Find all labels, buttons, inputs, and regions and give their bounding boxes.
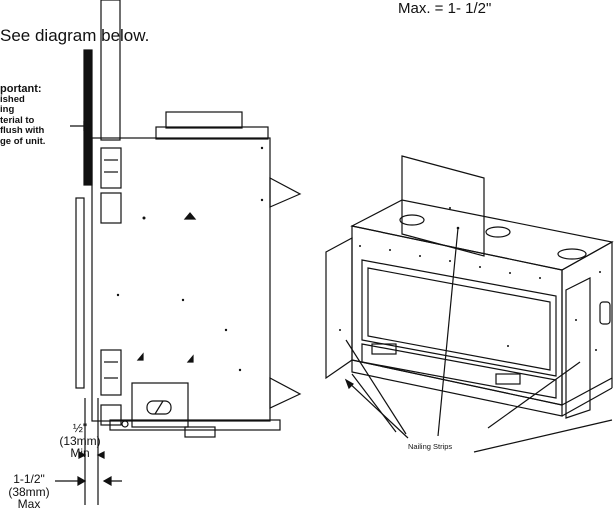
left-nailing-strip (325, 236, 353, 380)
finishing-material-strip (83, 49, 93, 186)
min-fraction: ½" (72, 421, 88, 435)
side-view-unit (55, 0, 302, 505)
top-standoff (269, 177, 302, 208)
important-line: ished (0, 93, 25, 105)
top-board (401, 155, 485, 257)
min-text: Min (70, 446, 90, 460)
important-line: flush with (0, 125, 45, 136)
important-line: terial to (0, 114, 35, 126)
see-diagram-note: See diagram below. (0, 26, 150, 45)
important-heading: portant: (0, 83, 42, 95)
max-fraction: 1-1/2" (13, 472, 45, 486)
unit-body (91, 137, 271, 422)
max-text: Max (17, 497, 41, 511)
min-clearance-label: ½" (13mm) Min (50, 422, 110, 460)
right-nailing-strip (565, 277, 591, 419)
side-bracket (75, 197, 85, 389)
top-collar (165, 111, 243, 129)
chimney-pipe (100, 0, 121, 141)
glass-panel (361, 259, 557, 377)
important-line: ge of unit. (0, 135, 46, 147)
min-metric: (13mm) (59, 433, 101, 448)
important-callout: portant: ished ing terial to flush with … (0, 84, 45, 147)
max-metric: (38mm) (8, 484, 50, 499)
perspective-view-unit (325, 155, 614, 453)
nailing-strips-label: Nailing Strips (408, 442, 453, 451)
max-clearance-label: 1-1/2" (38mm) Max (0, 473, 58, 511)
bottom-standoff (269, 377, 302, 409)
gas-access-plate (131, 382, 189, 428)
max-dimension-note: Max. = 1- 1/2" (398, 0, 492, 17)
important-line: ing (0, 104, 15, 115)
